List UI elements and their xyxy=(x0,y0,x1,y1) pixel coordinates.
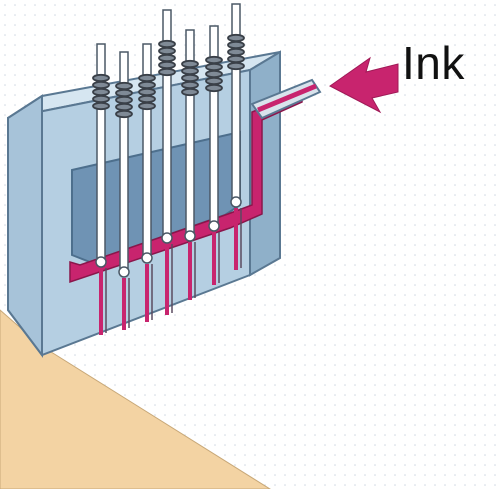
spring-coil xyxy=(205,55,223,65)
spring-coil xyxy=(92,101,110,111)
spring-coil xyxy=(227,47,245,57)
block-left-edge xyxy=(7,94,43,358)
spring-coil xyxy=(181,73,199,83)
spring-coil xyxy=(205,76,223,86)
spring-coil xyxy=(181,66,199,76)
spring-coil xyxy=(92,94,110,104)
spring-coil xyxy=(205,69,223,79)
spring-coil xyxy=(138,80,156,90)
spring-coil xyxy=(181,80,199,90)
needle-tip xyxy=(141,252,153,264)
spring-coil xyxy=(181,59,199,69)
spring-coil xyxy=(227,61,245,71)
needle-tip xyxy=(208,220,220,232)
spring-coil xyxy=(92,80,110,90)
spring-coil xyxy=(115,88,133,98)
needle-tip xyxy=(95,256,107,268)
spring-coil xyxy=(205,62,223,72)
spring-coil xyxy=(227,33,245,43)
arrow-left-icon xyxy=(329,56,399,114)
needles xyxy=(92,3,245,278)
spring-coil xyxy=(138,87,156,97)
spring-coil xyxy=(227,54,245,64)
needle-tip xyxy=(184,230,196,242)
spring-coil xyxy=(92,73,110,83)
spring-coil xyxy=(138,94,156,104)
spring-coil xyxy=(115,109,133,119)
spring-coil xyxy=(158,53,176,63)
needle-tip xyxy=(118,266,130,278)
spring-coil xyxy=(138,101,156,111)
spring-coil xyxy=(158,60,176,70)
spring-coil xyxy=(158,46,176,56)
needle-tip xyxy=(161,232,173,244)
spring-coil xyxy=(138,73,156,83)
spring-coil xyxy=(205,83,223,93)
spring-coil xyxy=(92,87,110,97)
spring-coil xyxy=(115,81,133,91)
spring-coil xyxy=(158,67,176,77)
spring-coil xyxy=(181,87,199,97)
needle-shaft xyxy=(231,3,241,203)
spring-coil xyxy=(115,95,133,105)
spring-coil xyxy=(227,40,245,50)
spring-coil xyxy=(115,102,133,112)
ink-label: Ink xyxy=(402,37,465,89)
needle-tip xyxy=(230,196,242,208)
spring-coil xyxy=(158,39,176,49)
nozzle-tubes xyxy=(99,208,242,335)
ink-inlet-pipe xyxy=(250,78,322,120)
